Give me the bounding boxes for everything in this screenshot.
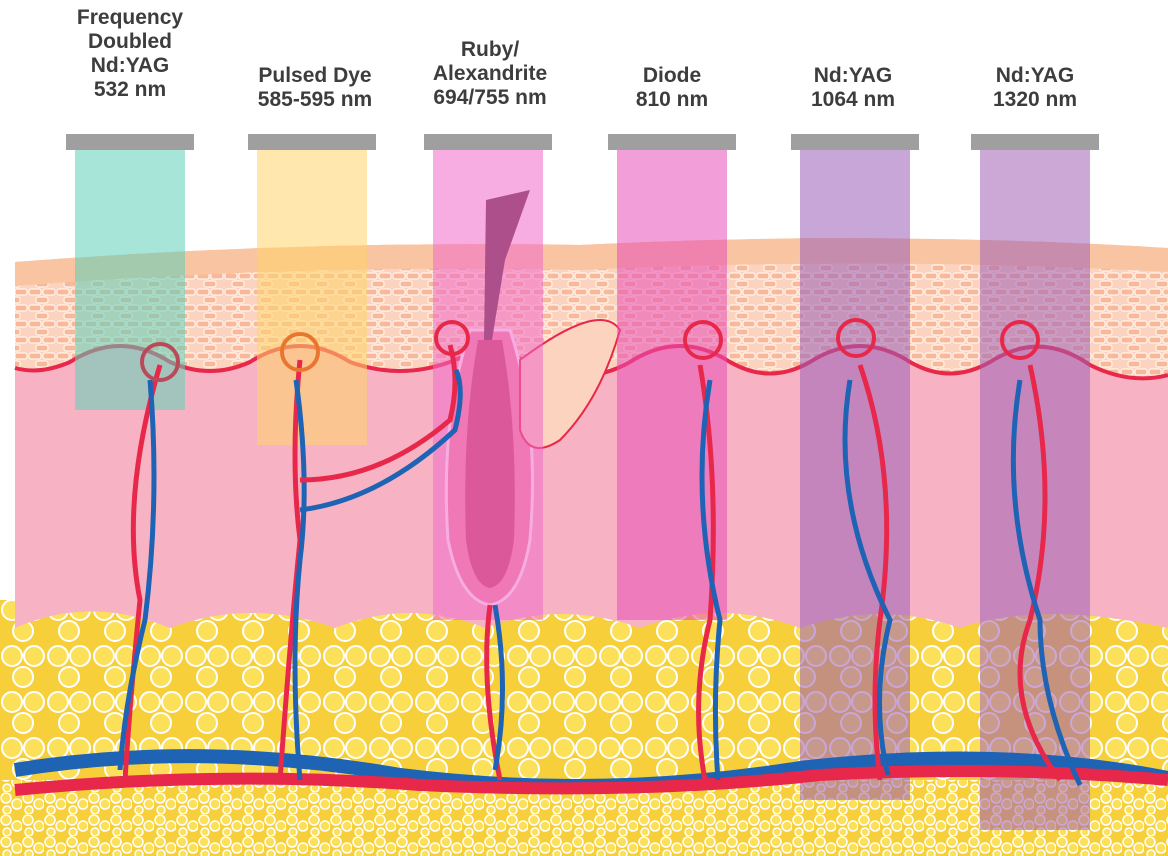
laser-label-frequency-doubled-ndyag: Frequency Doubled Nd:YAG 532 nm bbox=[45, 6, 215, 102]
laser-label-diode: Diode 810 nm bbox=[587, 64, 757, 112]
laser-emitter-bar-icon bbox=[248, 134, 376, 150]
laser-label-ndyag-1320: Nd:YAG 1320 nm bbox=[950, 64, 1120, 112]
laser-emitters bbox=[66, 134, 1099, 150]
laser-beam-4 bbox=[800, 150, 910, 800]
laser-label-ruby-alexandrite: Ruby/ Alexandrite 694/755 nm bbox=[405, 38, 575, 110]
laser-emitter-bar-icon bbox=[608, 134, 736, 150]
laser-label-pulsed-dye: Pulsed Dye 585-595 nm bbox=[230, 64, 400, 112]
laser-beam-5 bbox=[980, 150, 1090, 830]
laser-beam-1 bbox=[257, 150, 367, 445]
laser-beam-2 bbox=[433, 150, 543, 620]
laser-label-ndyag-1064: Nd:YAG 1064 nm bbox=[768, 64, 938, 112]
laser-emitter-bar-icon bbox=[791, 134, 919, 150]
laser-beam-0 bbox=[75, 150, 185, 410]
laser-emitter-bar-icon bbox=[971, 134, 1099, 150]
laser-emitter-bar-icon bbox=[66, 134, 194, 150]
laser-emitter-bar-icon bbox=[424, 134, 552, 150]
